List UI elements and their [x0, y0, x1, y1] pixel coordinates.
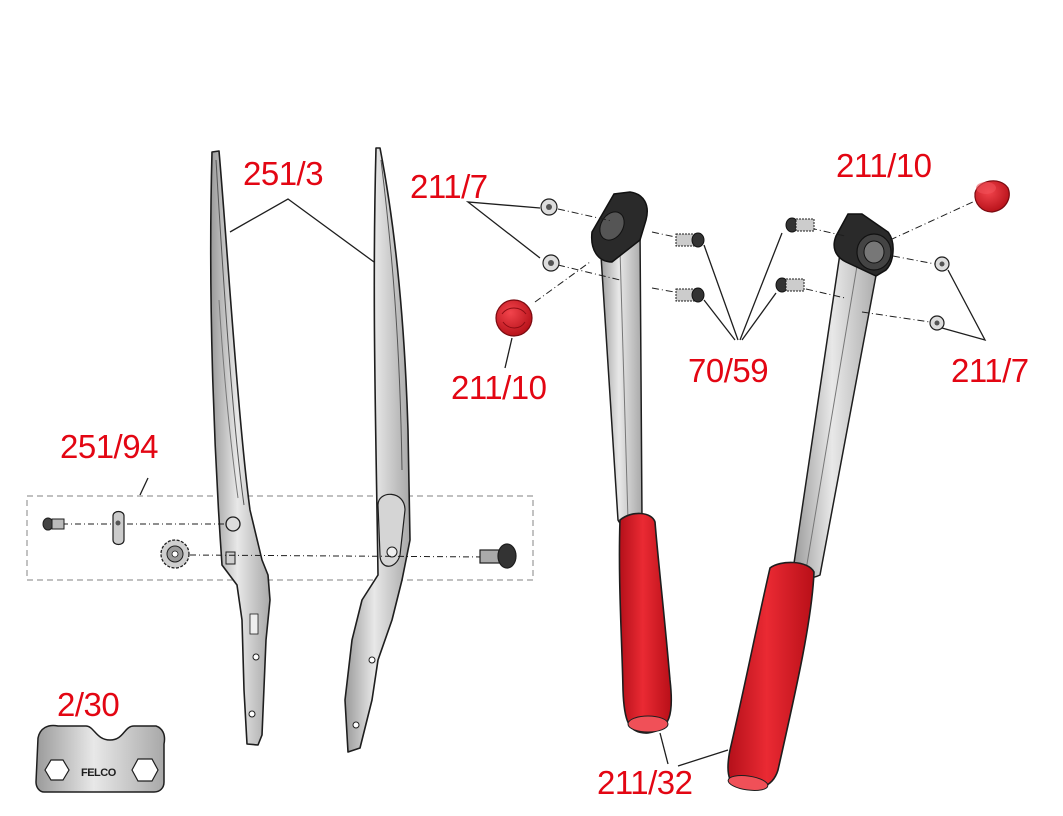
- nut-icon: [542, 254, 560, 272]
- clip-icon: [112, 510, 125, 546]
- screw-icon: [675, 232, 705, 248]
- label-cap-left: 211/10: [451, 369, 547, 406]
- label-cap-right: 211/10: [836, 147, 932, 184]
- nut-icon: [929, 315, 945, 331]
- label-key: 2/30: [57, 686, 120, 723]
- leader-blade: [229, 198, 375, 263]
- blade-icon: [209, 150, 271, 746]
- screw-icon: [775, 277, 805, 293]
- screw-icon: [675, 287, 705, 303]
- hardware-left: [465, 198, 705, 369]
- hardware-right: [659, 180, 1010, 767]
- key-brand-text: FELCO: [81, 767, 117, 779]
- label-nut-right: 211/7: [951, 352, 1029, 389]
- washer-icon: [160, 539, 190, 569]
- bolt-kit-box: [26, 477, 534, 581]
- end-cap-icon: [495, 299, 533, 337]
- nut-icon: [540, 198, 558, 216]
- blade-icon: [344, 147, 411, 753]
- label-bolt-kit: 251/94: [60, 428, 158, 465]
- screw-icon: [785, 217, 815, 233]
- label-screws: 70/59: [688, 352, 769, 389]
- bolt-kit-parts: [42, 510, 517, 569]
- bolt-icon: [479, 543, 517, 569]
- handle-icon: [590, 191, 673, 734]
- screw-icon: [42, 517, 65, 531]
- handle-icon: [727, 213, 894, 791]
- wrench-key-icon: FELCO: [35, 724, 166, 793]
- label-blade: 251/3: [243, 155, 324, 192]
- nut-icon: [934, 256, 950, 272]
- label-nut-left: 211/7: [410, 168, 488, 205]
- label-handles: 211/32: [597, 764, 693, 801]
- end-cap-icon: [974, 180, 1010, 213]
